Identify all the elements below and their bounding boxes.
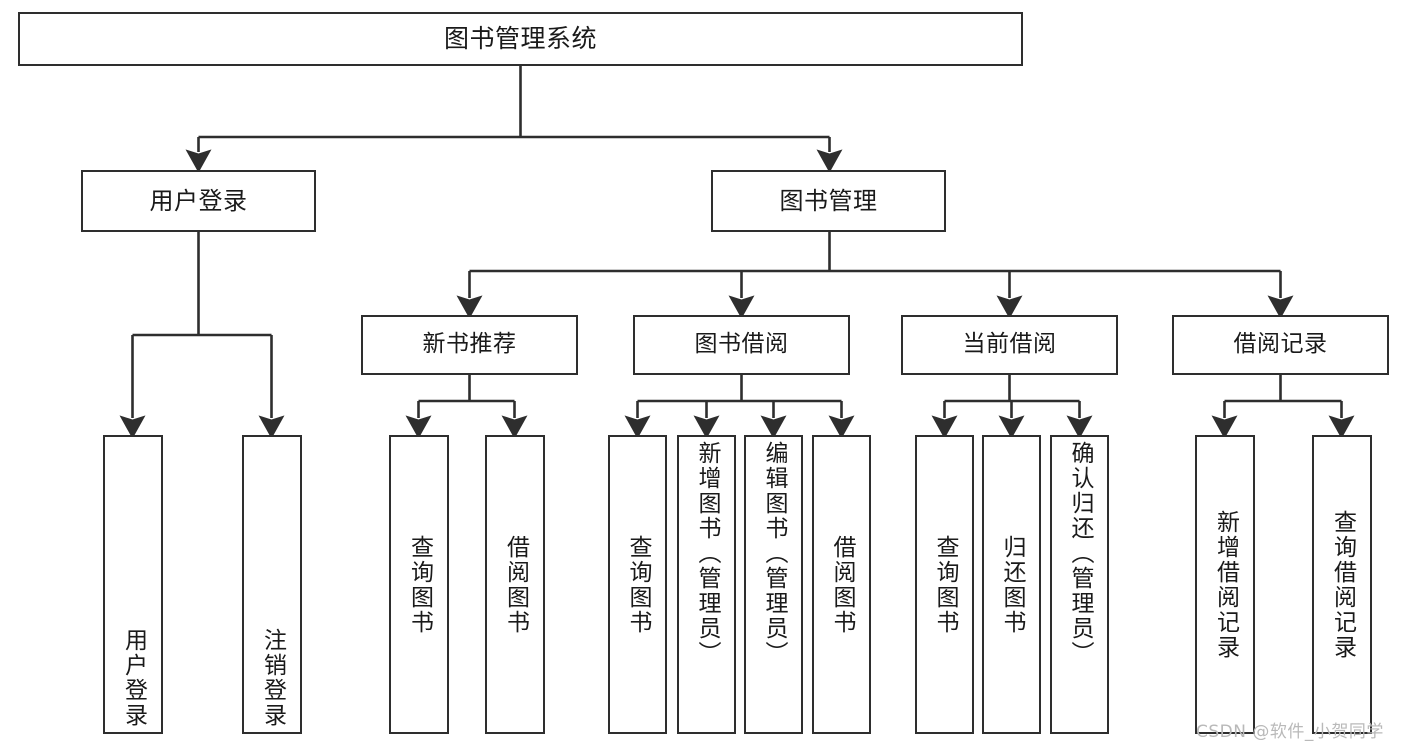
node-label: 编辑图书（管理员） [761, 441, 787, 666]
node-book-borrow[interactable]: 图书借阅 [633, 315, 850, 375]
node-label: 新增图书（管理员） [694, 441, 720, 666]
node-user-login[interactable]: 用户登录 [81, 170, 316, 232]
node-label: 当前借阅 [962, 331, 1057, 358]
leaf-borrow-book-new[interactable]: 借阅图书 [485, 435, 545, 734]
node-label: 图书借阅 [694, 331, 789, 358]
leaf-return-book[interactable]: 归还图书 [982, 435, 1041, 734]
leaf-query-book-current[interactable]: 查询图书 [915, 435, 974, 734]
node-label: 查询图书 [406, 534, 433, 635]
leaf-query-borrow-record[interactable]: 查询借阅记录 [1312, 435, 1372, 734]
leaf-borrow-book[interactable]: 借阅图书 [812, 435, 871, 734]
node-label: 归还图书 [999, 534, 1025, 635]
node-label: 查询图书 [625, 534, 651, 635]
node-current-borrow[interactable]: 当前借阅 [901, 315, 1118, 375]
node-book-management[interactable]: 图书管理 [711, 170, 946, 232]
node-label: 查询借阅记录 [1329, 509, 1356, 660]
node-label: 新书推荐 [422, 331, 517, 358]
node-label: 借阅记录 [1233, 331, 1328, 358]
csdn-watermark: CSDN @软件_小贺同学 [1196, 722, 1384, 742]
node-label: 图书管理 [779, 186, 878, 215]
node-label: 注销登录 [259, 628, 286, 728]
leaf-query-book-new[interactable]: 查询图书 [389, 435, 449, 734]
node-label: 用户登录 [149, 186, 248, 215]
node-label: 查询图书 [932, 534, 958, 635]
leaf-add-book-admin[interactable]: 新增图书（管理员） [677, 435, 736, 734]
leaf-query-book-borrow[interactable]: 查询图书 [608, 435, 667, 734]
leaf-edit-book-admin[interactable]: 编辑图书（管理员） [744, 435, 803, 734]
node-label: 借阅图书 [502, 534, 529, 635]
node-label: 新增借阅记录 [1212, 509, 1239, 660]
leaf-add-borrow-record[interactable]: 新增借阅记录 [1195, 435, 1255, 734]
leaf-user-login[interactable]: 用户登录 [103, 435, 163, 734]
node-label: 用户登录 [120, 628, 147, 728]
leaf-logout[interactable]: 注销登录 [242, 435, 302, 734]
node-root-system[interactable]: 图书管理系统 [18, 12, 1023, 66]
node-borrow-record[interactable]: 借阅记录 [1172, 315, 1389, 375]
node-label: 确认归还（管理员） [1067, 441, 1093, 666]
node-label: 借阅图书 [829, 534, 855, 635]
leaf-confirm-return-admin[interactable]: 确认归还（管理员） [1050, 435, 1109, 734]
node-label: 图书管理系统 [443, 24, 597, 53]
node-new-book-recommend[interactable]: 新书推荐 [361, 315, 578, 375]
